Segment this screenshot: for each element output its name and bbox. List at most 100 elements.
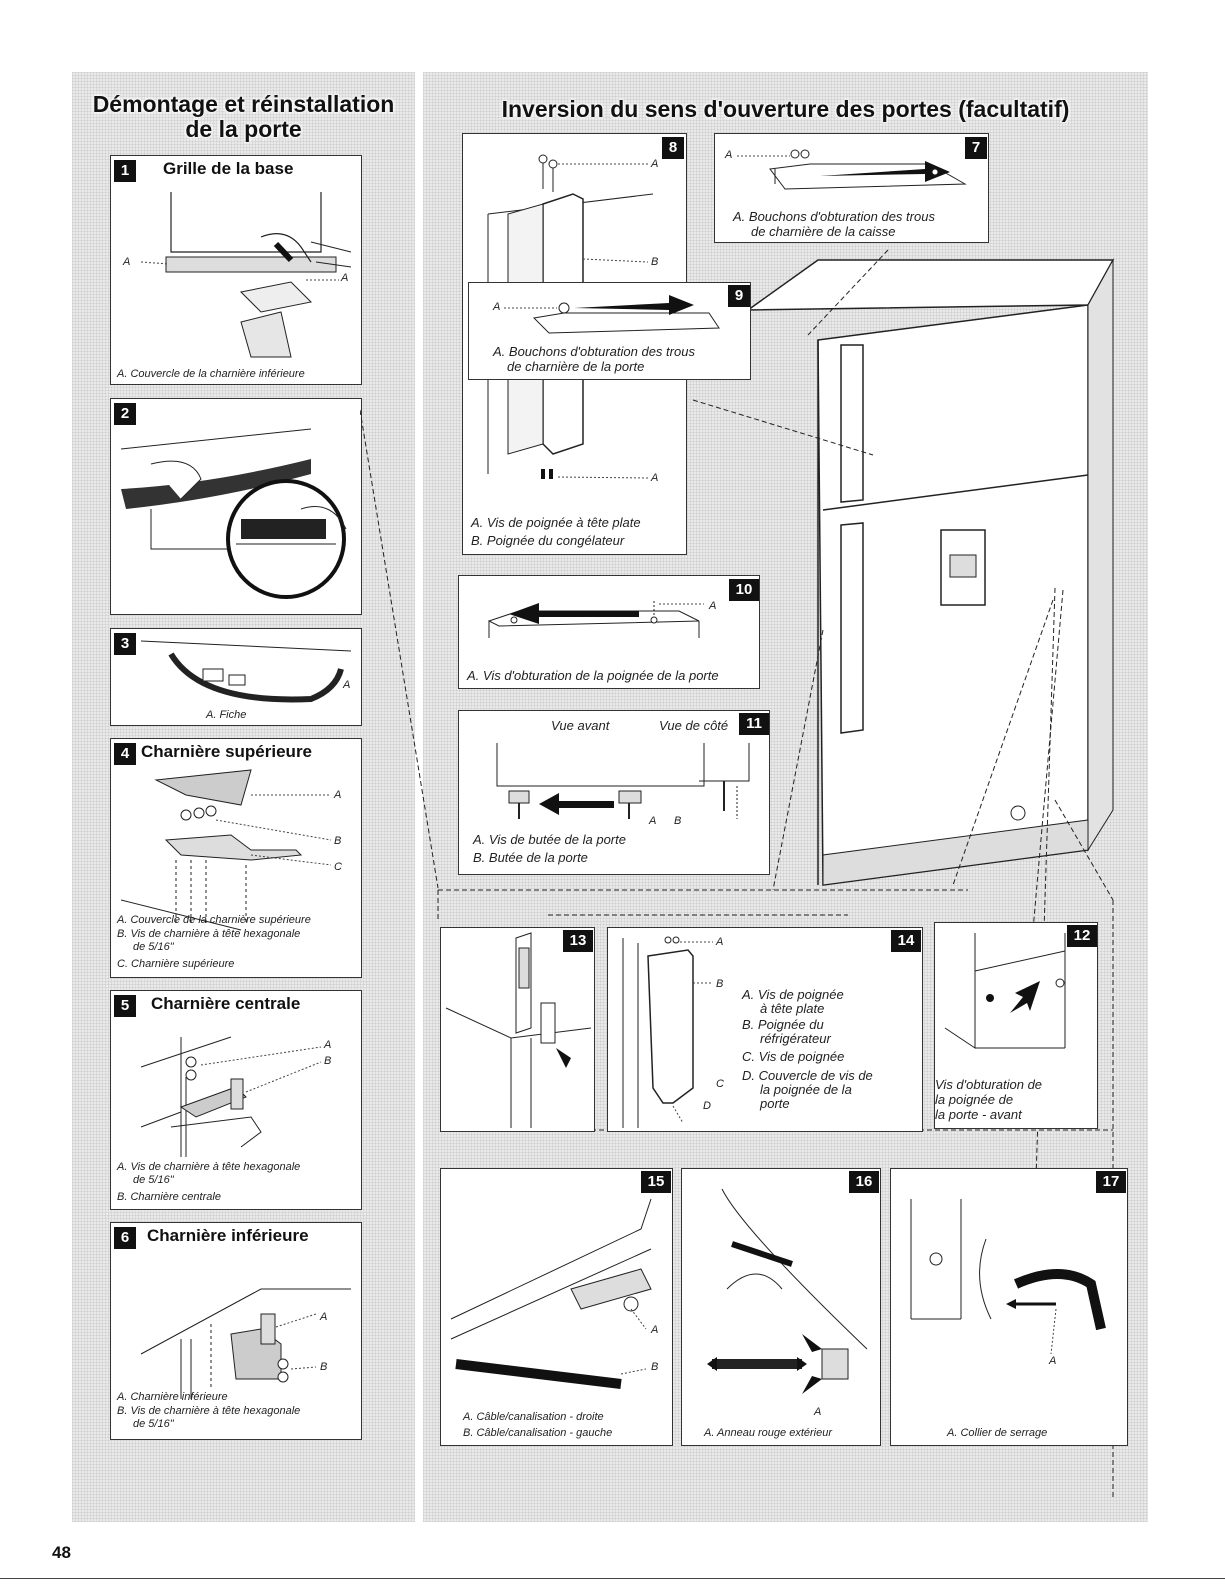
step-5-number: 5 xyxy=(114,995,136,1017)
step-15-box: 15 A B A. Câble/canalisation - droite B.… xyxy=(440,1168,673,1446)
left-title-line1: Démontage et réinstallation xyxy=(92,91,395,117)
step-14-caption-d2: la poignée de la xyxy=(760,1082,852,1097)
step-7-caption-line2: de charnière de la caisse xyxy=(751,224,896,239)
step-3-number: 3 xyxy=(114,633,136,655)
step-4-caption-b-size: de 5/16" xyxy=(133,941,174,953)
door-detach-illustration xyxy=(120,428,347,599)
step-14-label-b: B xyxy=(716,978,724,990)
step-8-caption-b: B. Poignée du congélateur xyxy=(471,533,625,548)
step-6-box: 6 Charnière inférieure A B A. Charnière … xyxy=(110,1222,362,1440)
step-5-caption-a: A. Vis de charnière à tête hexagonale xyxy=(117,1161,301,1173)
refrigerator-handle-illustration xyxy=(622,936,713,1128)
step-12-box: 12 Vis d'obturation de la poignée de la … xyxy=(934,922,1098,1129)
step-2-leader-line xyxy=(360,410,439,889)
step-11-label-a: A xyxy=(649,815,657,827)
left-title-line2: de la porte xyxy=(185,116,302,142)
step-3-label-a: A xyxy=(343,679,351,691)
step-1-number: 1 xyxy=(114,160,136,182)
step-13-number: 13 xyxy=(563,930,593,952)
step-7-box: 7 A A. Bouchons d'obturation des trous d… xyxy=(714,133,989,243)
step-4-caption-a: A. Couvercle de la charnière supérieure xyxy=(117,914,311,926)
top-hinge-illustration xyxy=(120,769,332,931)
step-17-caption: A. Collier de serrage xyxy=(947,1427,1048,1439)
step-6-label-b: B xyxy=(320,1361,328,1373)
door-stop-illustration xyxy=(496,743,750,819)
step-10-number: 10 xyxy=(729,579,759,601)
step-4-caption-b: B. Vis de charnière à tête hexagonale xyxy=(117,928,301,940)
step-5-label-b: B xyxy=(324,1055,332,1067)
step-6-title: Charnière inférieure xyxy=(147,1226,309,1245)
step-4-box: 4 Charnière supérieure A B C A. Couvercl… xyxy=(110,738,362,978)
step-17-box: 17 A A. Collier de serrage xyxy=(890,1168,1128,1446)
wiring-illustration xyxy=(450,1198,652,1389)
step-14-caption-b2: réfrigérateur xyxy=(760,1031,831,1046)
step-10-label-a: A xyxy=(709,600,717,612)
step-6-caption-b-size: de 5/16" xyxy=(133,1418,174,1430)
step-8-number: 8 xyxy=(662,137,684,159)
step-8-label-a-bottom: A xyxy=(651,472,659,484)
step-7-caption-line1: A. Bouchons d'obturation des trous xyxy=(733,209,935,224)
right-section-title: Inversion du sens d'ouverture des portes… xyxy=(501,96,1070,122)
step-15-number: 15 xyxy=(641,1171,671,1193)
step-1-caption: A. Couvercle de la charnière inférieure xyxy=(117,368,305,380)
step-16-label-a: A xyxy=(814,1406,822,1418)
refrigerator-illustration xyxy=(437,249,1115,1500)
step-9-caption-line2: de charnière de la porte xyxy=(507,359,645,374)
step-12-caption-line2: la poignée de xyxy=(935,1092,1014,1107)
step-2-number: 2 xyxy=(114,403,136,425)
step-1-label-a: A xyxy=(123,256,131,268)
door-hinge-plugs-illustration xyxy=(504,295,720,334)
step-1-box: 1 Grille de la base A A A. Couvercle de … xyxy=(110,155,362,385)
step-11-label-b: B xyxy=(674,815,682,827)
step-5-box: 5 Charnière centrale A B A. Vis de charn… xyxy=(110,990,362,1210)
step-16-box: 16 A A. Anneau rouge extérieur xyxy=(681,1168,881,1446)
step-14-number: 14 xyxy=(891,930,921,952)
bottom-hinge-illustration xyxy=(140,1288,351,1399)
plug-illustration xyxy=(140,640,352,703)
step-15-label-a: A xyxy=(651,1324,659,1336)
center-hinge-illustration xyxy=(140,1036,322,1157)
step-9-caption-line1: A. Bouchons d'obturation des trous xyxy=(493,344,695,359)
step-6-number: 6 xyxy=(114,1227,136,1249)
step-11-side-view: Vue de côté xyxy=(659,718,729,733)
step-15-label-b: B xyxy=(651,1361,659,1373)
step-15-caption-b: B. Câble/canalisation - gauche xyxy=(463,1427,613,1439)
step-12-number: 12 xyxy=(1067,925,1097,947)
step-11-caption-b: B. Butée de la porte xyxy=(473,850,588,865)
step-6-label-a: A xyxy=(320,1311,328,1323)
cabinet-hinge-plugs-illustration xyxy=(737,149,967,190)
step-4-label-a: A xyxy=(334,789,342,801)
step-12-caption-line3: la porte - avant xyxy=(935,1107,1022,1122)
base-grille-illustration xyxy=(140,192,352,358)
step-9-box: 9 A A. Bouchons d'obturation des trous d… xyxy=(468,282,751,380)
step-4-label-c: C xyxy=(334,861,342,873)
step-14-caption-c: C. Vis de poignée xyxy=(742,1049,845,1064)
hose-clamp-illustration xyxy=(910,1199,1106,1355)
step-7-label-a: A xyxy=(725,149,733,161)
step-15-caption-a: A. Câble/canalisation - droite xyxy=(463,1411,604,1423)
step-3-box: 3 A A. Fiche xyxy=(110,628,362,726)
step-5-caption-b: B. Charnière centrale xyxy=(117,1191,221,1203)
step-16-number: 16 xyxy=(849,1171,879,1193)
step-11-caption-a: A. Vis de butée de la porte xyxy=(473,832,626,847)
red-ring-illustration xyxy=(707,1188,868,1394)
step-14-caption-d3: porte xyxy=(760,1096,790,1111)
step-5-caption-a-size: de 5/16" xyxy=(133,1174,174,1186)
step-11-front-view: Vue avant xyxy=(551,718,610,733)
page-number: 48 xyxy=(52,1543,71,1562)
handle-plug-screw-illustration xyxy=(487,601,704,638)
step-8-caption-a: A. Vis de poignée à tête plate xyxy=(471,515,641,530)
step-14-caption-a: A. Vis de poignée xyxy=(742,987,844,1002)
step-2-box: 2 xyxy=(110,398,362,615)
step-5-title: Charnière centrale xyxy=(151,994,301,1013)
step-10-box: 10 A A. Vis d'obturation de la poignée d… xyxy=(458,575,760,689)
step-1-label-a-right: A xyxy=(341,272,349,284)
step-7-number: 7 xyxy=(965,137,987,159)
step-5-label-a: A xyxy=(324,1039,332,1051)
step-3-caption: A. Fiche xyxy=(206,709,247,721)
door-front-plug-illustration xyxy=(944,933,1066,1049)
left-section-title: Démontage et réinstallation de la porte xyxy=(72,92,415,142)
step-9-number: 9 xyxy=(728,285,750,307)
step-14-caption-a2: à tête plate xyxy=(760,1001,825,1016)
step-11-number: 11 xyxy=(739,713,769,735)
